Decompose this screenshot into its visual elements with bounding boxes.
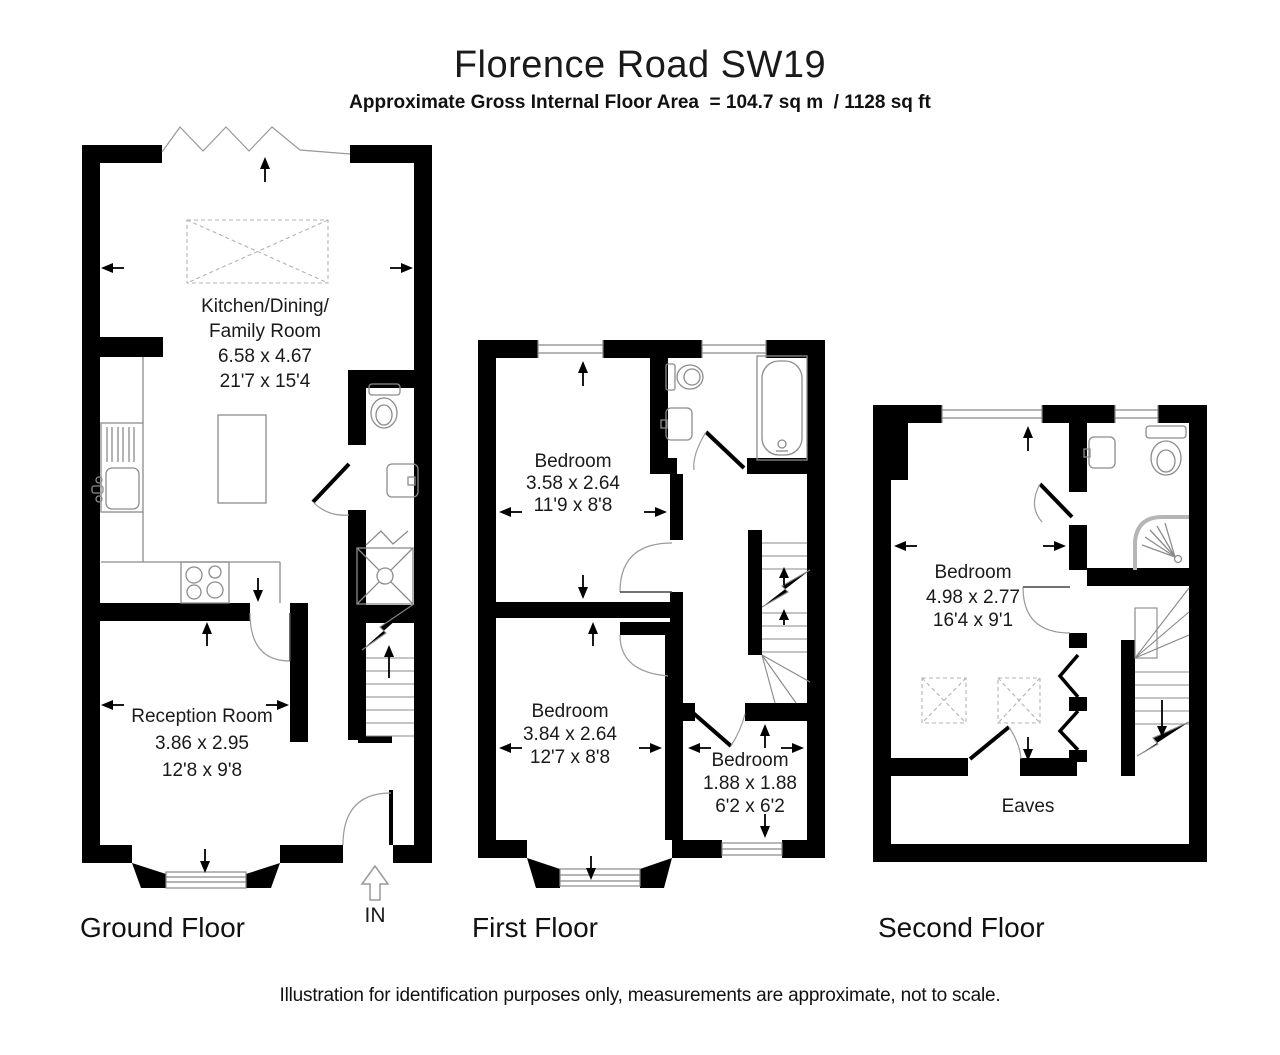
second-floor-windows (941, 405, 1159, 423)
first-floor-label: First Floor (472, 912, 598, 943)
kitchen-counter (101, 357, 281, 603)
bedroom1-name: Bedroom (534, 451, 611, 472)
hob-icon (180, 561, 230, 604)
bedroom1-door (619, 542, 673, 593)
shower-icon (356, 530, 414, 605)
reception-size-metric: 3.86 x 2.95 (155, 733, 249, 754)
shower-room-door (1033, 482, 1074, 523)
ground-floor-plan: IN Kitchen/Dining/ Family Room 6.58 x 4.… (82, 126, 432, 927)
door-reception (249, 612, 291, 662)
entrance-door (342, 790, 393, 846)
disclaimer-text: Illustration for identification purposes… (279, 985, 1001, 1006)
second-floor-label: Second Floor (878, 912, 1045, 943)
bedroom2-size-metric: 3.84 x 2.64 (523, 724, 617, 745)
ground-floor-walls (82, 145, 432, 888)
ground-stairs (361, 603, 415, 737)
first-floor-plan: Bedroom 3.58 x 2.64 11'9 x 8'8 Bedroom 3… (478, 340, 825, 888)
bedroom2-name: Bedroom (531, 701, 608, 722)
dimension-arrows-second (894, 426, 1066, 761)
bedroom3-name: Bedroom (711, 750, 788, 771)
second-floor-stairs (1134, 587, 1190, 757)
kitchen-name-line2: Family Room (209, 321, 321, 342)
dimension-arrows-first (499, 361, 804, 880)
second-floor-walls (873, 405, 1207, 862)
first-floor-walls (478, 340, 825, 888)
bedroom3-size-metric: 1.88 x 1.88 (703, 773, 797, 794)
kitchen-island (217, 414, 267, 504)
bedroom1-label: Bedroom 3.58 x 2.64 11'9 x 8'8 (526, 451, 620, 516)
bedroom1-size-imperial: 11'9 x 8'8 (534, 495, 613, 516)
bedroom3-door (690, 710, 746, 748)
shower-room-basin-icon (1083, 436, 1116, 469)
second-bedroom-size-imperial: 16'4 x 9'1 (933, 610, 1013, 631)
shower-room-toilet-icon (1145, 425, 1187, 476)
bath-icon (756, 355, 808, 461)
second-floor-plan: Bedroom 4.98 x 2.77 16'4 x 9'1 Eaves (873, 405, 1207, 862)
kitchen-room-label: Kitchen/Dining/ Family Room 6.58 x 4.67 … (201, 296, 330, 392)
rooflight-dashed-outline (186, 219, 329, 284)
bathroom-door (693, 430, 746, 471)
eaves-bifold-doors (1057, 653, 1080, 752)
second-bedroom-name: Bedroom (934, 562, 1011, 583)
bedroom2-size-imperial: 12'7 x 8'8 (530, 747, 610, 768)
bedroom3-size-imperial: 6'2 x 6'2 (715, 796, 785, 817)
second-bedroom-label: Bedroom 4.98 x 2.77 16'4 x 9'1 (926, 562, 1020, 631)
entrance-in-arrow-icon (360, 864, 390, 901)
corner-shower-icon (1133, 515, 1189, 570)
second-bedroom-door (1022, 586, 1071, 634)
reception-name: Reception Room (131, 706, 273, 727)
skylight-dashed-outlines (921, 677, 1041, 724)
first-floor-windows (537, 340, 783, 887)
kitchen-size-metric: 6.58 x 4.67 (218, 346, 312, 367)
page-subtitle: Approximate Gross Internal Floor Area = … (349, 92, 931, 113)
door-kitchen-to-wc (311, 462, 351, 516)
bay-window (165, 871, 247, 889)
wc-basin-icon (386, 463, 419, 498)
bedroom1-size-metric: 3.58 x 2.64 (526, 473, 620, 494)
eaves-access-door (968, 725, 1022, 761)
bedroom2-label: Bedroom 3.84 x 2.64 12'7 x 8'8 (523, 701, 617, 768)
dimension-arrows-ground (101, 157, 413, 873)
reception-size-imperial: 12'8 x 9'8 (162, 760, 242, 781)
ground-floor-label: Ground Floor (80, 912, 245, 943)
kitchen-name-line1: Kitchen/Dining/ (201, 296, 330, 317)
kitchen-sink-icon (91, 422, 144, 513)
bathroom-basin-icon (660, 407, 693, 441)
eaves-label: Eaves (1002, 796, 1055, 817)
party-wall-break-line (161, 126, 351, 155)
second-bedroom-size-metric: 4.98 x 2.77 (926, 587, 1020, 608)
bedroom2-door (619, 634, 669, 677)
bathroom-toilet-icon (665, 363, 704, 391)
reception-room-label: Reception Room 3.86 x 2.95 12'8 x 9'8 (131, 706, 273, 781)
page-title: Florence Road SW19 (453, 44, 827, 86)
entrance-in-label: IN (365, 904, 386, 927)
kitchen-size-imperial: 21'7 x 15'4 (220, 371, 311, 392)
bedroom3-label: Bedroom 1.88 x 1.88 6'2 x 6'2 (703, 750, 797, 817)
first-floor-stairs (761, 542, 811, 704)
wc-toilet-icon (368, 383, 401, 429)
